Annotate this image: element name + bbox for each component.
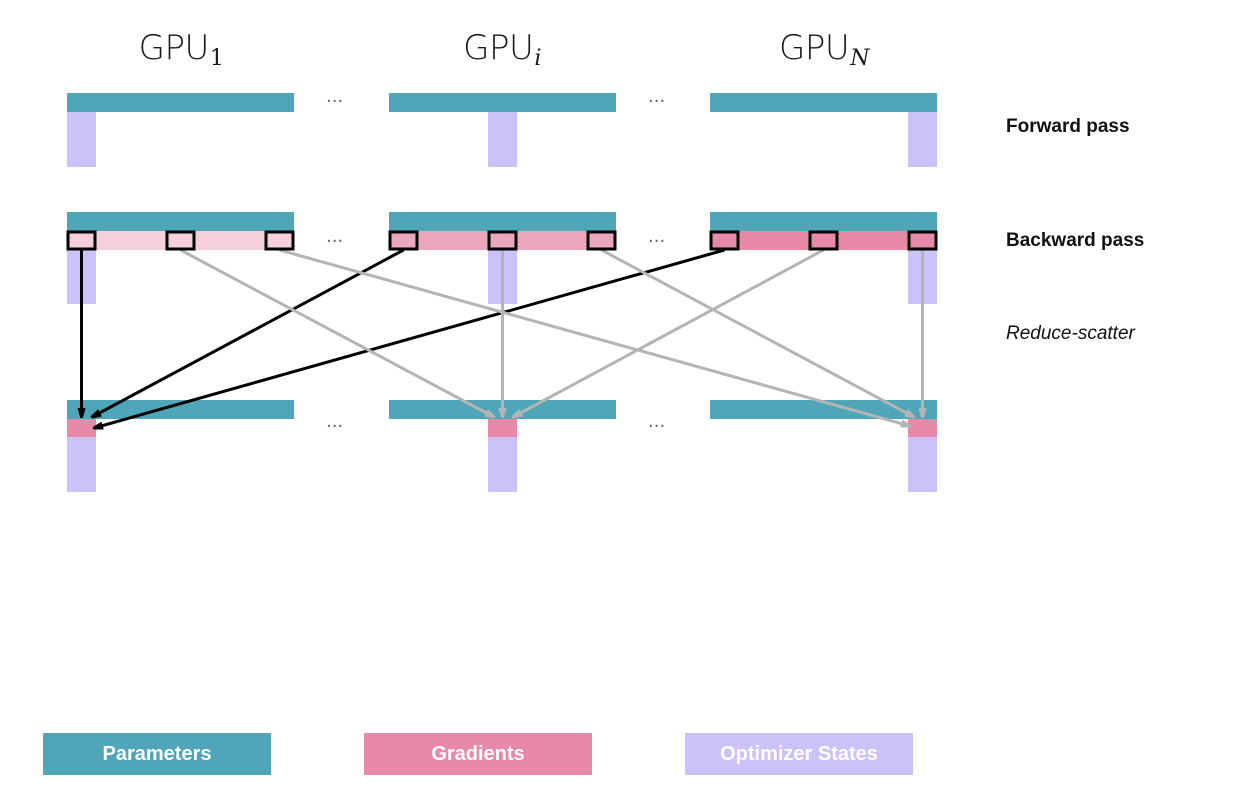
parameters-bar: [710, 93, 937, 112]
ellipsis: ···: [648, 416, 665, 437]
parameters-bar: [67, 400, 294, 419]
reduce-scatter-arrow: [179, 248, 495, 417]
legend-optimizer-label: Optimizer States: [720, 742, 878, 765]
legend-gradients: Gradients: [364, 733, 592, 775]
legend-gradients-label: Gradients: [431, 742, 525, 765]
reduced-gradient-shard: [488, 419, 517, 437]
gpu-label: GPU: [463, 28, 534, 68]
gradient-shard-outline: [165, 230, 196, 251]
optimizer-states-shard: [67, 112, 96, 167]
ellipsis: ···: [326, 416, 343, 437]
ellipsis: ···: [648, 231, 665, 252]
reduce-scatter-arrow: [279, 248, 911, 426]
gpu-subscript: i: [534, 46, 541, 71]
gradient-shard-outline: [388, 230, 419, 251]
gpu-i-title: GPUi: [463, 28, 541, 71]
reduced-gradient-shard: [67, 419, 96, 437]
ellipsis: ···: [326, 231, 343, 252]
gpu-subscript: N: [850, 46, 869, 71]
parameters-bar: [389, 93, 616, 112]
reduced-gradient-shard: [908, 419, 937, 437]
gradient-shard-outline: [264, 230, 295, 251]
optimizer-states-shard: [67, 437, 96, 492]
reduce-scatter-arrow: [92, 248, 405, 417]
gpu-label: GPU: [779, 28, 850, 68]
gradient-shard-outline: [709, 230, 740, 251]
forward-pass-label: Forward pass: [1006, 116, 1130, 137]
gpu-1-title: GPU1: [139, 28, 224, 71]
ellipsis: ···: [648, 91, 665, 112]
gpu-label: GPU: [138, 28, 210, 68]
parameters-bar: [67, 93, 294, 112]
reduce-scatter-arrow: [94, 248, 725, 428]
optimizer-states-shard: [488, 112, 517, 167]
gradient-shard-outline: [586, 230, 617, 251]
parameters-bar: [710, 212, 937, 231]
gpu-n-title: GPUN: [779, 28, 869, 71]
reduce-scatter-arrow: [513, 248, 825, 417]
parameters-bar: [67, 212, 294, 231]
legend-parameters: Parameters: [43, 733, 271, 775]
legend-optimizer-states: Optimizer States: [685, 733, 913, 775]
backward-pass-label: Backward pass: [1006, 230, 1145, 251]
optimizer-states-shard: [908, 112, 937, 167]
gradient-shard-outline: [907, 230, 938, 251]
legend-parameters-label: Parameters: [102, 742, 212, 765]
gradient-shard-outline: [66, 230, 97, 251]
gradient-shard-outline: [808, 230, 839, 251]
reduce-scatter-arrow: [600, 248, 915, 417]
optimizer-states-shard: [488, 437, 517, 492]
ellipsis: ···: [326, 91, 343, 112]
reduce-scatter-label: Reduce-scatter: [1006, 323, 1135, 344]
gradient-shard-outline: [487, 230, 518, 251]
parameters-bar: [710, 400, 937, 419]
gpu-subscript: 1: [209, 46, 224, 71]
optimizer-states-shard: [908, 437, 937, 492]
parameters-bar: [389, 212, 616, 231]
